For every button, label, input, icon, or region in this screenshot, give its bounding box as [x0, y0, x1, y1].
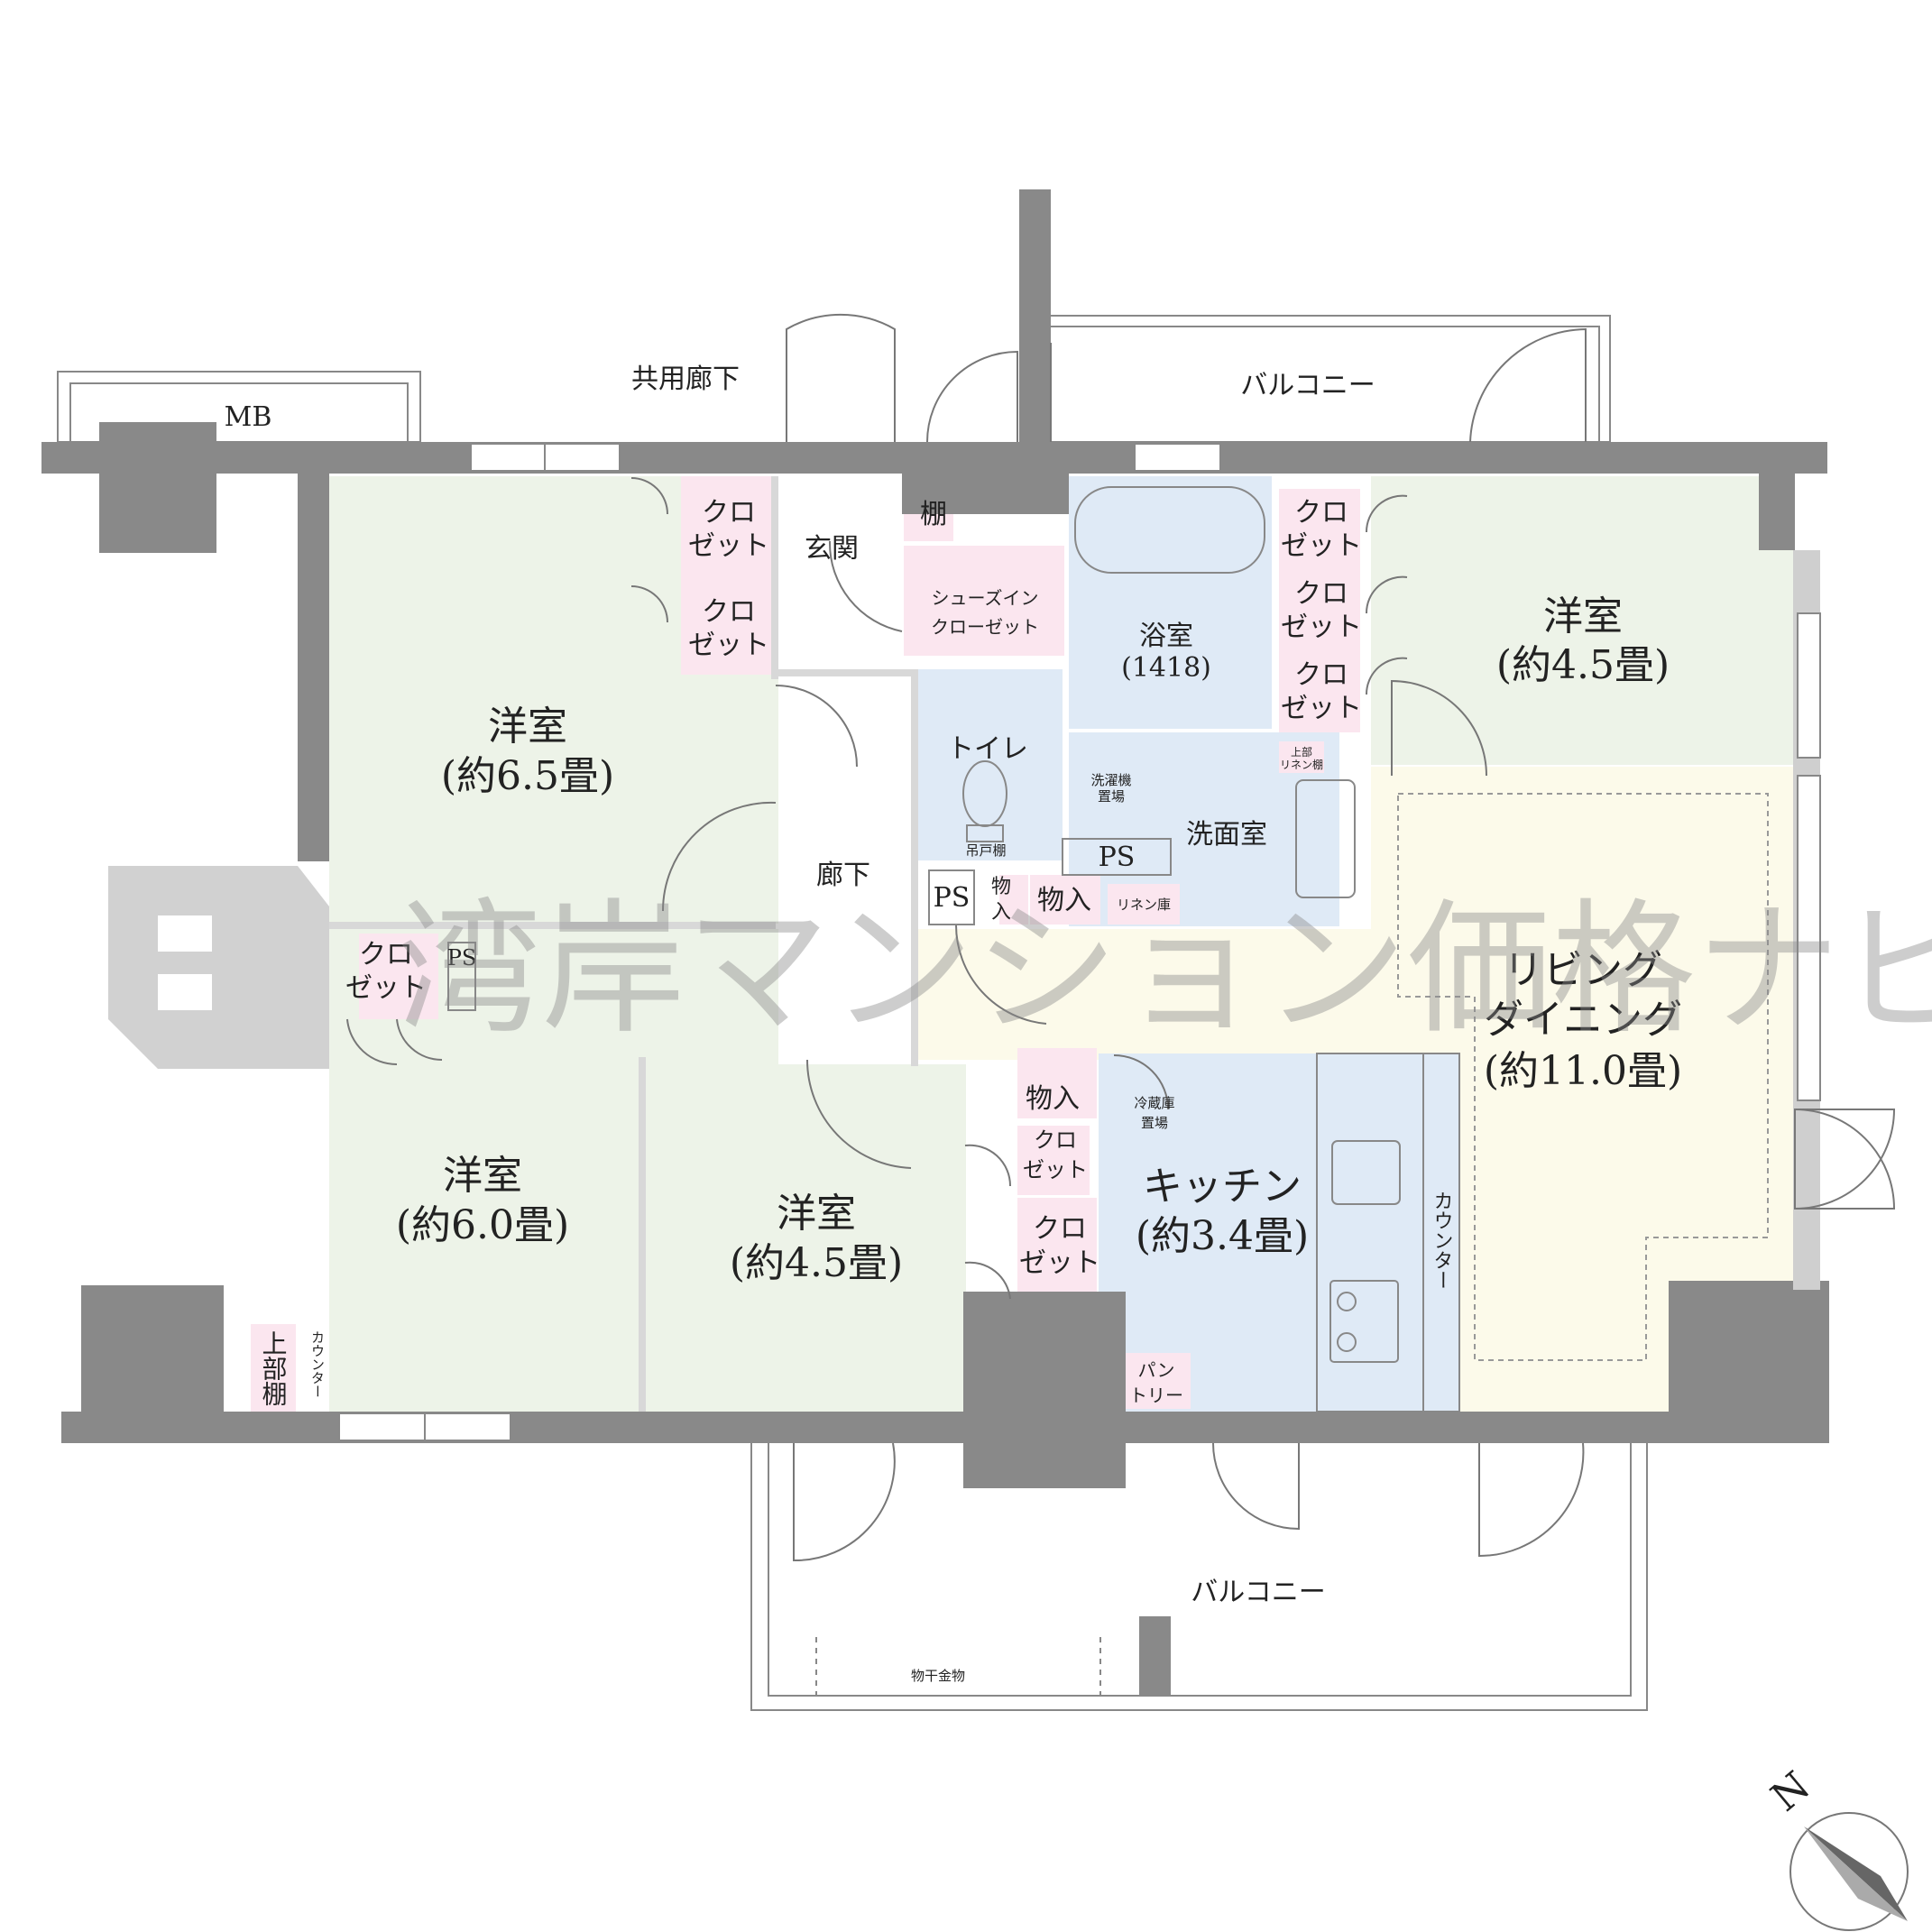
ps-boxes: [447, 838, 1172, 1011]
closet-label: クロ: [1033, 1213, 1087, 1245]
room-fills: [251, 476, 1795, 1414]
upper-shelf-label: 上部棚: [259, 1330, 289, 1406]
ps-label: PS: [934, 882, 971, 914]
closet-label: クロ: [1294, 659, 1348, 691]
shoes-in-closet-label: シューズイン: [932, 587, 1039, 609]
corridor-label: 廊下: [816, 860, 870, 891]
kitchen-label: キッチン: [1143, 1164, 1302, 1210]
storage-label: 物入: [1026, 1083, 1080, 1115]
linen-label: リネン庫: [1117, 897, 1171, 913]
watermark-text: 湾岸マンション価格ナビ: [397, 885, 1932, 1053]
closet-label: クロ: [359, 939, 413, 971]
north-label: N: [1762, 1763, 1818, 1821]
balcony-south-label: バルコニー: [1191, 1577, 1325, 1608]
hanger-rail-label: 物干金物: [911, 1668, 965, 1684]
ps-label: PS: [1099, 842, 1136, 873]
hanging-shelf-label: 吊戸棚: [965, 842, 1006, 859]
room-size-label: (約6.5畳): [441, 753, 614, 799]
pantry-label: パン: [1138, 1359, 1175, 1381]
room-size-label: (約3.4畳): [1136, 1213, 1309, 1259]
fridge-label: 置場: [1141, 1115, 1168, 1131]
storage-small-label: 物: [991, 876, 1011, 898]
closet-label: クロ: [702, 596, 756, 628]
toilet-label: トイレ: [947, 733, 1028, 765]
living-label: リビング: [1504, 947, 1662, 993]
bath-label: 浴室: [1139, 621, 1193, 652]
shoes-in-closet-label: クローゼット: [931, 616, 1039, 638]
closet-label: ゼット: [1281, 693, 1362, 724]
closet-label: ゼット: [688, 530, 769, 562]
compass-icon: N: [1762, 1763, 1909, 1931]
closet-label: ゼット: [345, 972, 427, 1004]
western-room-label: 洋室: [1543, 593, 1623, 639]
washer-label: 洗濯機: [1090, 772, 1131, 788]
closet-label: ゼット: [688, 630, 769, 661]
storage-label: 物入: [1037, 885, 1091, 916]
room-size-label: (約4.5畳): [1496, 642, 1670, 688]
western-room-label: 洋室: [488, 704, 567, 750]
room-size-label: (約4.5畳): [730, 1240, 903, 1286]
closet-label: クロ: [702, 497, 756, 529]
room-size-label: (約11.0畳): [1484, 1048, 1682, 1094]
watermark-logo: [108, 866, 329, 1069]
counter-bar: [1422, 1053, 1460, 1412]
washer-label: 置場: [1098, 788, 1125, 805]
ps-vertical-label: PS: [447, 945, 477, 971]
counter-label: カウンター: [1431, 1191, 1453, 1290]
upper-linen-label: リネン棚: [1280, 758, 1323, 771]
upper-linen-label: 上部: [1291, 745, 1312, 759]
closet-label: ゼット: [1281, 530, 1362, 562]
bathtub-icon: [1074, 486, 1265, 574]
room-size-label: (約6.0畳): [396, 1202, 569, 1248]
door-swing-icon: [346, 313, 1896, 1562]
closet-label: ゼット: [1281, 612, 1362, 643]
closet-label: クロ: [1034, 1127, 1077, 1153]
closet-label: ゼット: [1019, 1247, 1100, 1279]
pantry-label: トリー: [1129, 1385, 1183, 1406]
closet-label: クロ: [1294, 497, 1348, 529]
closet-label: クロ: [1294, 578, 1348, 610]
balcony-north-label: バルコニー: [1240, 370, 1375, 401]
western-room-label: 洋室: [443, 1153, 522, 1199]
bath-size-label: (1418): [1121, 652, 1211, 684]
common-corridor-label: 共用廊下: [631, 363, 740, 395]
living-label: ダイニング: [1484, 997, 1682, 1043]
window-icon: [338, 443, 1821, 1441]
shelf-label: 棚: [920, 499, 947, 530]
entrance-label: 玄関: [805, 533, 859, 565]
balcony-south-rails: [750, 1440, 1648, 1711]
sink-icon: [1295, 779, 1401, 1205]
storage-small-label: 入: [991, 901, 1011, 924]
toilet-icon: [962, 760, 1007, 842]
stove-icon: [1329, 1280, 1399, 1363]
closet-label: ゼット: [1023, 1157, 1088, 1182]
western-room-label: 洋室: [777, 1191, 856, 1237]
counter-label: カウンター: [309, 1330, 326, 1398]
washroom-label: 洗面室: [1186, 819, 1267, 851]
ceiling-outline: [1397, 793, 1769, 1361]
mb-label: MB: [225, 401, 272, 433]
fridge-label: 冷蔵庫: [1134, 1095, 1174, 1111]
